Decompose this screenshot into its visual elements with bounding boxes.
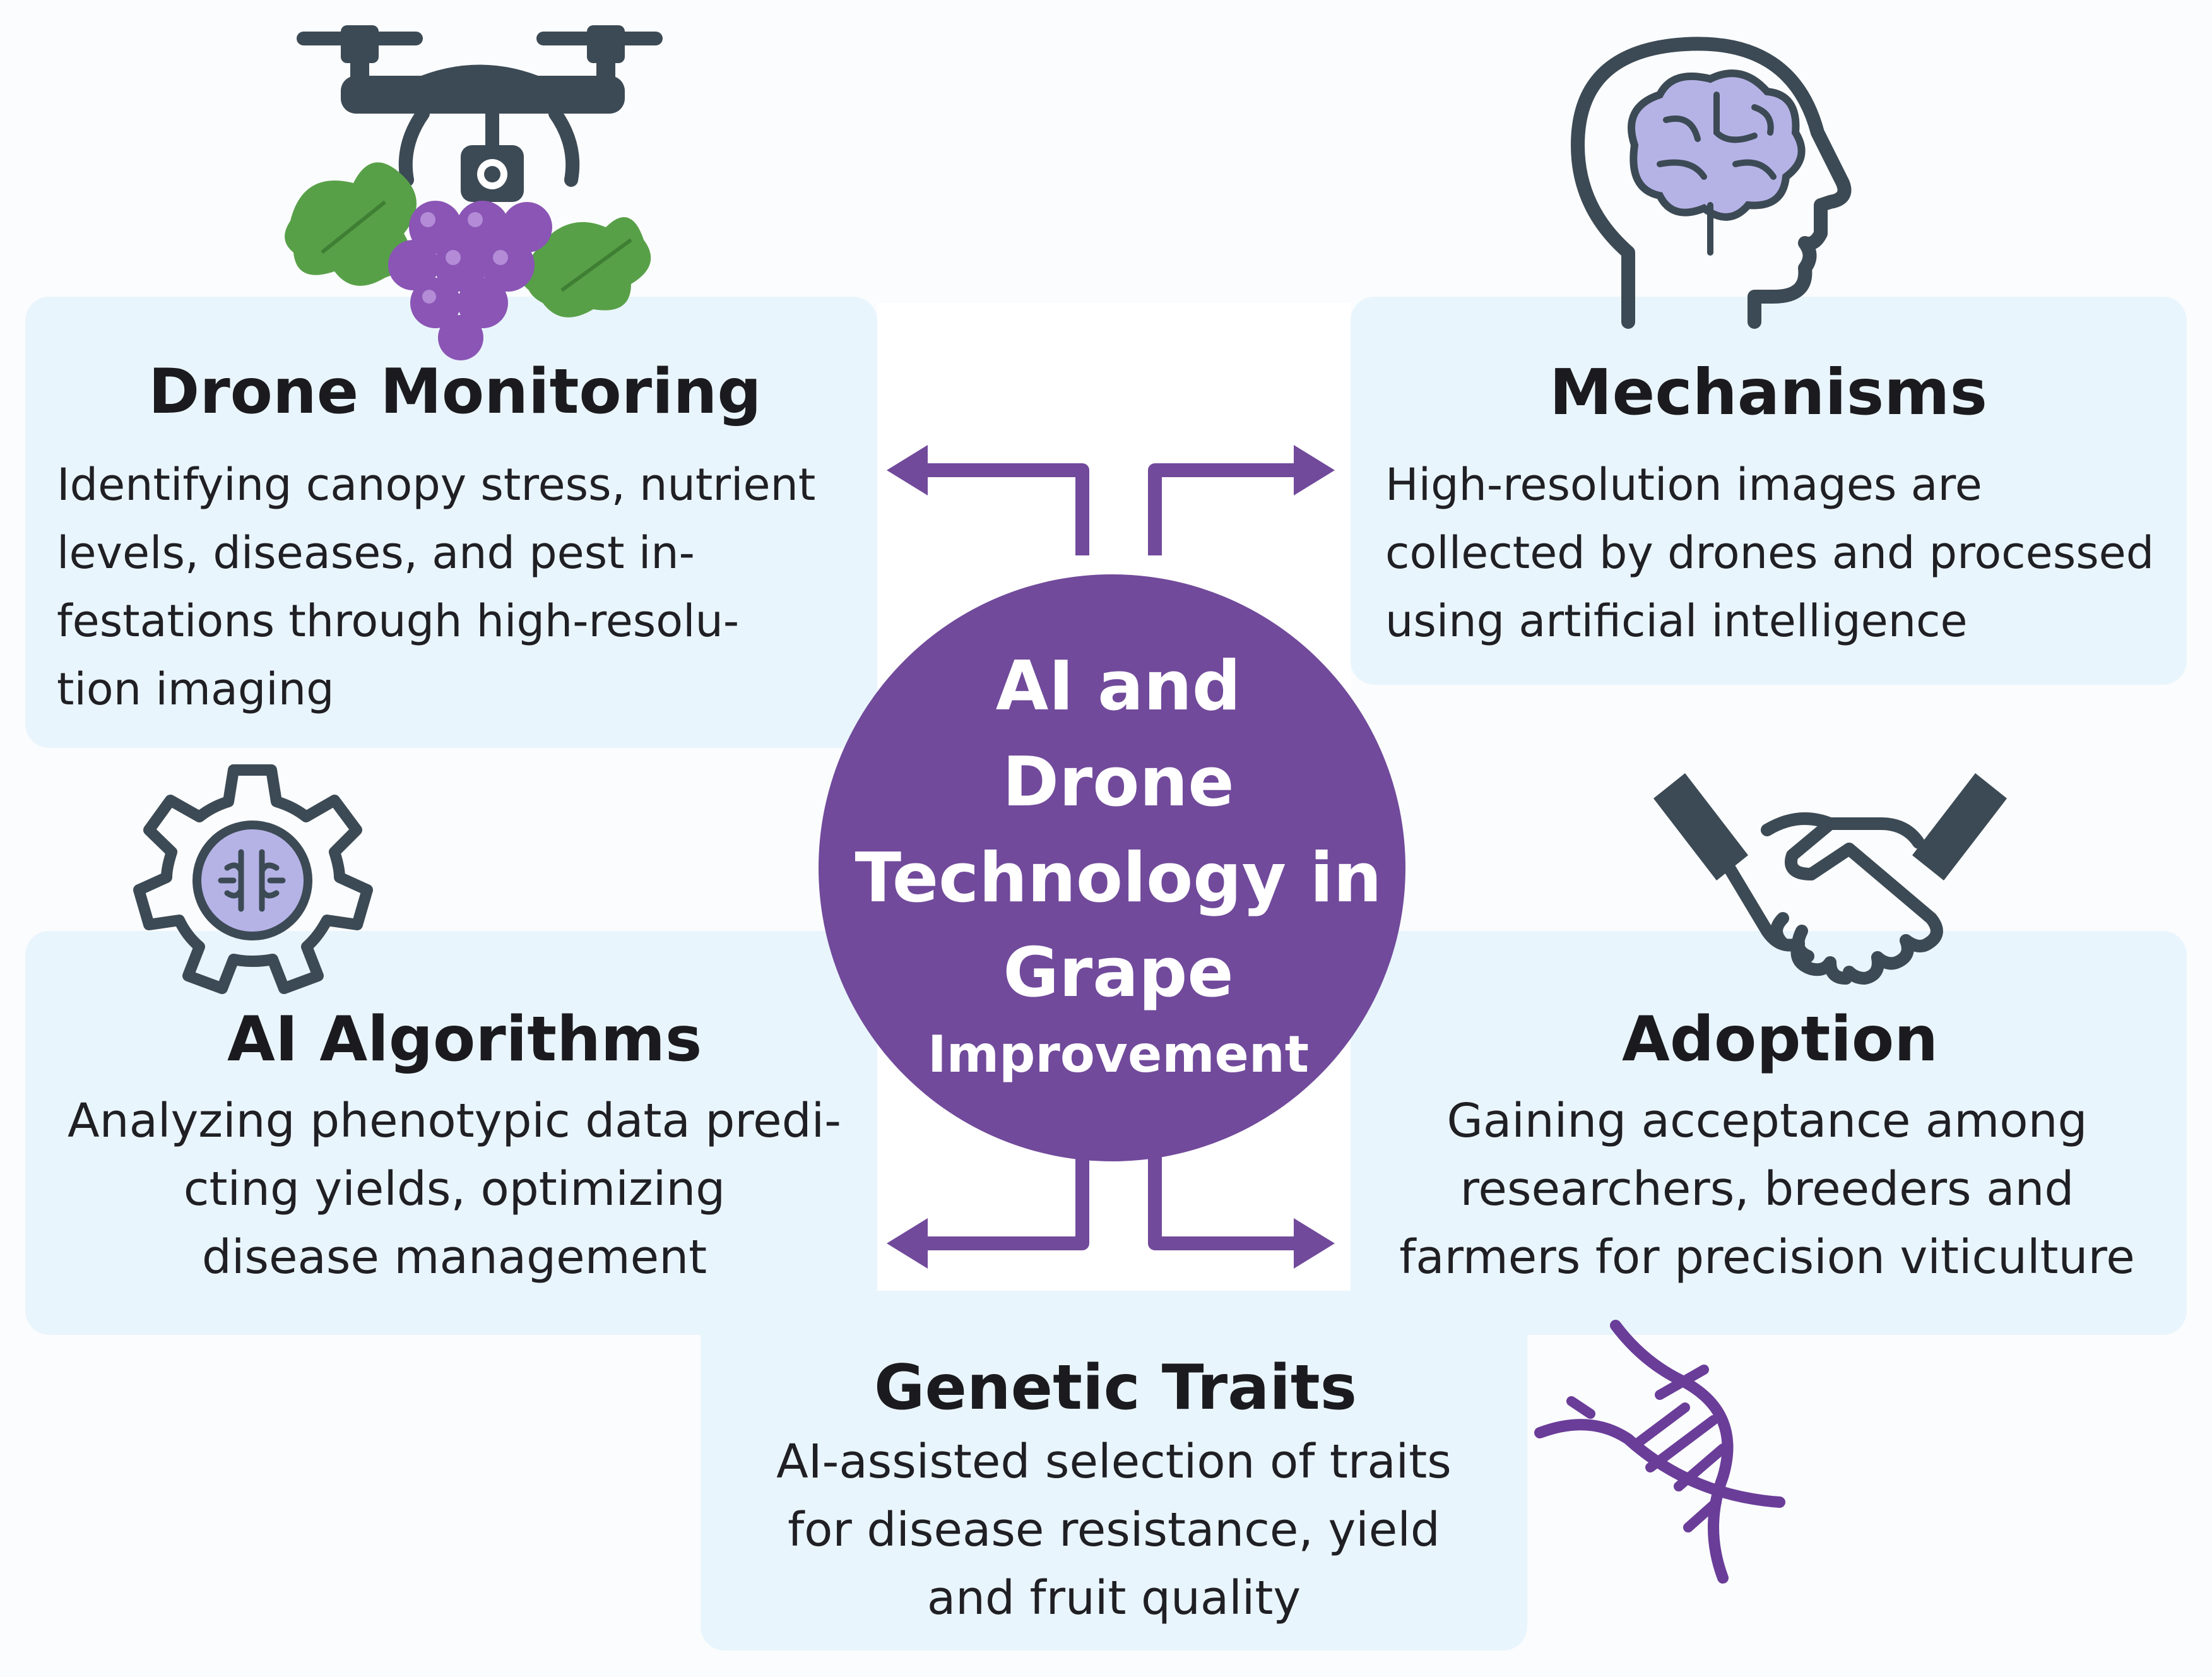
ai-algorithms-title: AI Algorithms [227, 1004, 702, 1076]
mechanisms-body: High-resolution images are collected by … [1385, 451, 2154, 655]
ai-algorithms-body: Analyzing phenotypic data predi- cting y… [50, 1087, 858, 1291]
arrowhead-bottom-left [887, 1218, 928, 1269]
adoption-body: Gaining acceptance among researchers, br… [1376, 1087, 2158, 1291]
genetic-traits-line: and fruit quality [926, 1571, 1301, 1625]
mechanisms-line: collected by drones and processed [1385, 527, 2155, 579]
drone-monitoring-line: levels, diseases, and pest in- [57, 527, 695, 579]
hub-line-2: Drone [1002, 743, 1234, 822]
arrowhead-bottom-right [1294, 1218, 1335, 1269]
arrow-top-right [1148, 463, 1306, 555]
hub-line-3: Technology in [855, 839, 1382, 918]
genetic-traits-panel [701, 1291, 1527, 1650]
mechanisms-panel [1351, 297, 2187, 685]
arrowhead-top-right [1294, 445, 1335, 495]
ai-algorithms-line: disease management [201, 1230, 707, 1284]
dna-icon [1534, 1320, 1785, 1584]
genetic-traits-line: AI-assisted selection of traits [776, 1435, 1452, 1489]
hub-circle [819, 574, 1405, 1161]
adoption-title: Adoption [1622, 1004, 1939, 1076]
genetic-traits-body: AI-assisted selection of traits for dise… [732, 1428, 1496, 1632]
drone-monitoring-line: tion imaging [57, 663, 334, 715]
adoption-line: Gaining acceptance among [1446, 1094, 2088, 1148]
ai-algorithms-line: cting yields, optimizing [183, 1162, 726, 1216]
gear-chip-icon [133, 764, 373, 994]
mechanisms-title: Mechanisms [1549, 355, 1987, 429]
drone-monitoring-body: Identifying canopy stress, nutrient leve… [57, 451, 815, 723]
arrow-top-left [915, 463, 1089, 555]
ai-algorithms-line: Analyzing phenotypic data predi- [68, 1094, 841, 1148]
mechanisms-line: using artificial intelligence [1385, 595, 1968, 647]
drone-monitoring-panel [25, 297, 877, 748]
adoption-line: researchers, breeders and [1460, 1162, 2074, 1216]
genetic-traits-line: for disease resistance, yield [788, 1503, 1440, 1557]
drone-with-grapes-icon [285, 25, 663, 360]
drone-monitoring-line: Identifying canopy stress, nutrient [57, 459, 816, 511]
arrowhead-top-left [887, 445, 928, 495]
hub-line-1: AI and [996, 647, 1241, 726]
drone-monitoring-title: Drone Monitoring [148, 356, 762, 428]
mechanisms-line: High-resolution images are [1385, 459, 1982, 511]
brain-head-icon [1571, 37, 1852, 329]
adoption-line: farmers for precision viticulture [1399, 1230, 2135, 1284]
adoption-panel [1351, 931, 2187, 1335]
ai-algorithms-panel [25, 931, 877, 1335]
handshake-icon [1653, 773, 2007, 985]
genetic-traits-title: Genetic Traits [874, 1352, 1357, 1424]
arrow-bottom-left [915, 1155, 1089, 1250]
hub-line-5: Improvement [928, 1025, 1309, 1084]
drone-monitoring-line: festations through high-resolu- [57, 595, 740, 647]
arrow-bottom-right [1148, 1155, 1306, 1250]
hub-line-4: Grape [1003, 933, 1233, 1012]
